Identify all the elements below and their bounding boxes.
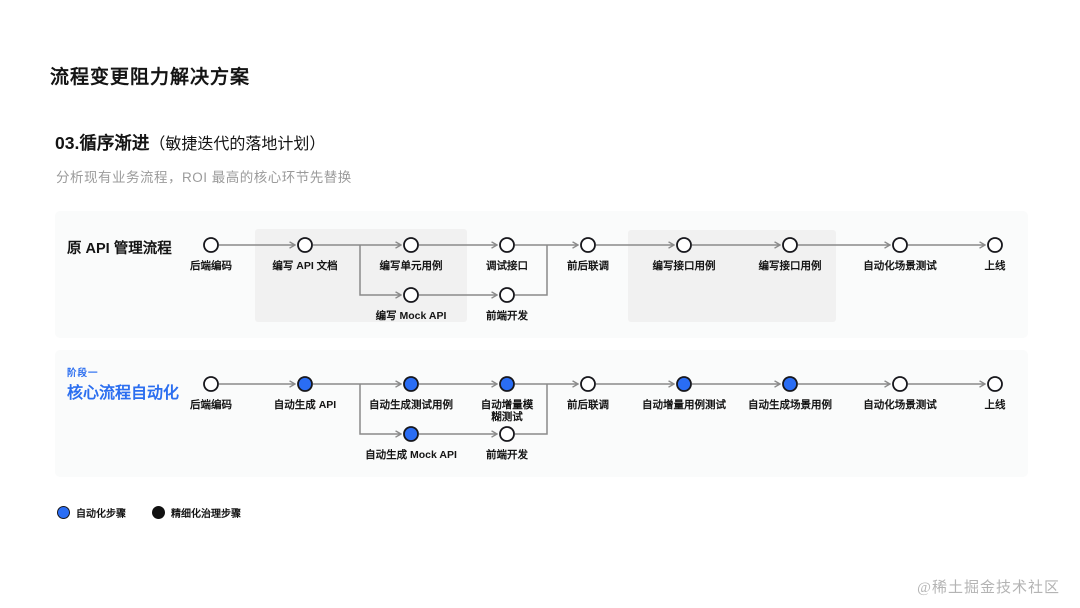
- automated-flow-panel: 后端编码 自动生成 API 自动生成测试用例 自动增量模糊测试 前后联调 自动增量用例测试…: [55, 350, 1028, 477]
- automated-step-node: [676, 376, 692, 392]
- automated-step-dot-icon: [57, 506, 70, 519]
- page-title: 流程变更阻力解决方案: [50, 67, 251, 88]
- step-node: [203, 376, 219, 392]
- step-label: 编写单元用例: [380, 259, 443, 272]
- section-heading-strong: 03.循序渐进: [55, 133, 150, 153]
- section-heading-suffix: （敏捷迭代的落地计划）: [149, 136, 326, 153]
- step-label: 调试接口: [486, 259, 528, 272]
- step-label: 编写接口用例: [759, 259, 822, 272]
- step-label: 自动增量模糊测试: [481, 398, 534, 423]
- step-label: 自动增量用例测试: [642, 398, 726, 411]
- section-subtitle: 分析现有业务流程，ROI 最高的核心环节先替换: [56, 170, 352, 185]
- step-label: 前后联调: [567, 259, 609, 272]
- step-label: 自动生成 API: [274, 398, 337, 411]
- flow-split-connector: [359, 384, 400, 434]
- step-label: 编写 API 文档: [272, 259, 337, 272]
- step-label: 自动化场景测试: [863, 398, 937, 411]
- step-node: [892, 376, 908, 392]
- legend-item-automated: 自动化步骤: [57, 505, 126, 520]
- automated-flow-diagram: 后端编码 自动生成 API 自动生成测试用例 自动增量模糊测试 前后联调 自动增量用例测试…: [190, 376, 1006, 461]
- flow-merge-connector: [515, 384, 548, 435]
- automated-step-node: [297, 376, 313, 392]
- highlight-band: [255, 229, 467, 322]
- section-heading: 03.循序渐进（敏捷迭代的落地计划）: [55, 130, 325, 155]
- phase-label: 阶段一: [67, 368, 99, 379]
- step-label: 后端编码: [190, 259, 232, 272]
- step-label: 后端编码: [190, 398, 232, 411]
- step-node: [499, 237, 515, 253]
- step-node: [987, 376, 1003, 392]
- step-node: [676, 237, 692, 253]
- step-label: 自动生成 Mock API: [365, 448, 457, 461]
- step-label: 前端开发: [486, 448, 528, 461]
- legend: 自动化步骤 精细化治理步骤: [57, 505, 241, 520]
- legend-label: 精细化治理步骤: [171, 509, 241, 520]
- original-flow-panel: 后端编码 编写 API 文档 编写单元用例 调试接口 前后联调 编写接口用例 编写接口用例 自…: [55, 211, 1028, 338]
- governance-step-dot-icon: [152, 506, 165, 519]
- automated-step-node: [403, 426, 419, 442]
- step-label: 自动生成测试用例: [369, 398, 453, 411]
- highlight-band: [628, 230, 836, 322]
- step-label: 编写 Mock API: [376, 309, 447, 322]
- step-label: 编写接口用例: [653, 259, 716, 272]
- step-label: 上线: [985, 398, 1006, 411]
- step-node: [580, 376, 596, 392]
- flow-merge-connector: [515, 245, 548, 296]
- original-flow-title: 原 API 管理流程: [67, 241, 172, 257]
- step-node: [203, 237, 219, 253]
- legend-item-governance: 精细化治理步骤: [152, 505, 241, 520]
- step-node: [297, 237, 313, 253]
- original-flow-diagram: 后端编码 编写 API 文档 编写单元用例 调试接口 前后联调 编写接口用例 编写接口用例 自…: [190, 229, 1006, 322]
- step-label: 前端开发: [486, 309, 528, 322]
- step-node: [782, 237, 798, 253]
- legend-label: 自动化步骤: [76, 509, 126, 520]
- step-node: [892, 237, 908, 253]
- step-label: 自动化场景测试: [863, 259, 937, 272]
- step-label: 前后联调: [567, 398, 609, 411]
- automated-step-node: [403, 376, 419, 392]
- step-label: 自动生成场景用例: [748, 398, 832, 411]
- step-node: [403, 237, 419, 253]
- automated-step-node: [782, 376, 798, 392]
- step-node: [580, 237, 596, 253]
- automated-step-node: [499, 376, 515, 392]
- step-label: 上线: [985, 259, 1006, 272]
- step-node: [499, 426, 515, 442]
- automated-flow-title: 核心流程自动化: [67, 385, 180, 402]
- watermark: @稀土掘金技术社区: [917, 580, 1060, 596]
- step-node: [987, 237, 1003, 253]
- flow-split-connector: [359, 245, 400, 295]
- step-node: [403, 287, 419, 303]
- step-node: [499, 287, 515, 303]
